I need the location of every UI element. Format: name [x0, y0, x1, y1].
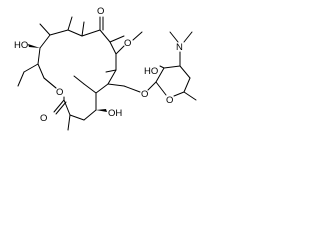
bond — [37, 47, 41, 65]
bond — [49, 29, 69, 36]
sugar-ring: O — [155, 65, 197, 106]
bond — [173, 91, 185, 97]
bond — [63, 99, 71, 116]
bond — [95, 83, 109, 94]
bond — [43, 77, 57, 89]
bond — [55, 101, 67, 115]
sugar-hydroxyl: HO — [144, 65, 165, 77]
bond — [23, 63, 39, 73]
ketone: O — [97, 6, 104, 31]
c3-hydroxyl: OH — [83, 108, 122, 121]
bond — [155, 81, 167, 96]
sugar-ring-oxygen-label: O — [166, 95, 173, 106]
bond — [132, 31, 143, 41]
methyl-branches — [39, 16, 125, 43]
bond — [155, 67, 165, 83]
bond — [183, 91, 197, 101]
bond — [67, 114, 71, 131]
bond — [81, 21, 85, 37]
bond — [17, 71, 25, 87]
lactone-oxygen-label: O — [40, 113, 47, 124]
bond — [107, 69, 117, 85]
bond — [109, 35, 125, 43]
bond — [39, 34, 51, 49]
wedge-bond — [28, 44, 40, 48]
glycosidic-link: O — [107, 81, 157, 100]
bond — [69, 114, 85, 121]
wedge-bond — [96, 109, 107, 112]
bond — [169, 31, 179, 43]
bond — [81, 29, 101, 37]
bond — [37, 63, 45, 79]
bond — [147, 81, 157, 91]
glycosidic-oxygen-label: O — [141, 89, 148, 100]
c2-methyl — [67, 114, 71, 131]
sugar-hydroxyl-label: HO — [144, 66, 158, 77]
bond — [115, 45, 125, 55]
molecule-svg: O HO O O OH — [14, 6, 197, 131]
bond — [105, 69, 117, 73]
c12-hydroxyl: HO — [14, 40, 40, 51]
bond — [109, 41, 117, 55]
lactone-carbonyl: O — [40, 99, 67, 124]
c4-methyl — [73, 75, 85, 85]
bond — [183, 77, 191, 93]
bond — [39, 23, 51, 36]
bond — [163, 65, 181, 69]
structure-diagram: O HO O O OH — [0, 0, 204, 145]
bond — [53, 99, 65, 113]
bond — [159, 65, 165, 69]
bond — [67, 29, 83, 37]
bond — [179, 65, 191, 79]
bond — [99, 29, 111, 43]
bond — [83, 83, 97, 94]
ethyl-group — [17, 63, 39, 87]
bond — [123, 85, 141, 93]
ketone-oxygen-label: O — [97, 6, 104, 17]
dimethylamino: N — [169, 31, 193, 67]
bond — [67, 16, 73, 31]
bond — [107, 83, 125, 87]
macrolactone-ring — [37, 29, 117, 121]
c6-methoxy: O — [105, 31, 143, 73]
amine-label: N — [176, 42, 183, 53]
ring-oxygen-label: O — [56, 87, 63, 98]
methoxy-oxygen-label: O — [124, 38, 131, 49]
c3-hydroxyl-label: OH — [108, 108, 122, 119]
bond — [83, 109, 97, 121]
bond — [183, 31, 193, 43]
hydroxyl-label: HO — [14, 40, 28, 51]
lactone-oxygen: O — [43, 77, 65, 101]
bond — [73, 75, 85, 85]
